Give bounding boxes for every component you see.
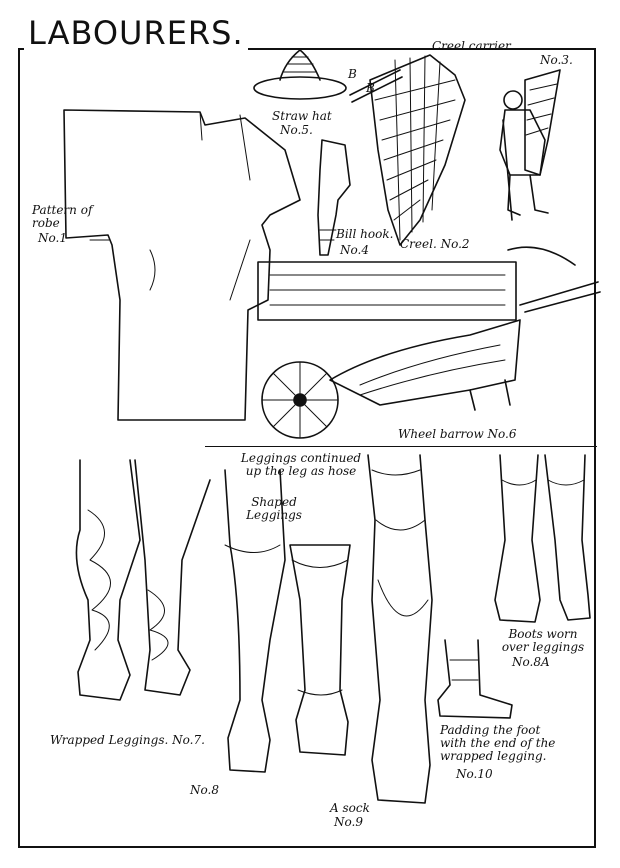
straw-hat-number: No.5. bbox=[280, 123, 313, 137]
boots-label: Boots worn over leggings bbox=[501, 627, 585, 654]
plate-title: LABOURERS. bbox=[24, 14, 248, 52]
creel-label: Creel. No.2 bbox=[400, 237, 470, 251]
sock-number: No.9 bbox=[334, 815, 363, 829]
padding-foot-label: Padding the foot with the end of the wra… bbox=[440, 723, 556, 763]
section-divider bbox=[205, 446, 597, 447]
padding-foot-drawing bbox=[437, 639, 513, 719]
wheel-barrow-label: Wheel barrow No.6 bbox=[398, 427, 517, 441]
leggings-continued-label: Leggings continued up the leg as hose bbox=[240, 451, 362, 478]
boots-drawing bbox=[494, 454, 591, 623]
creel-carrier-drawing bbox=[499, 69, 561, 221]
bill-hook-label: Bill hook. bbox=[336, 227, 394, 241]
robe-pattern-label: Pattern of robe bbox=[32, 203, 93, 230]
creel-carrier-number: No.3. bbox=[540, 53, 573, 67]
boots-number: No.8A bbox=[512, 655, 550, 669]
robe-pattern-number: No.1 bbox=[38, 231, 67, 245]
shaped-leggings-label: Shaped Leggings bbox=[246, 495, 302, 522]
wrapped-leggings-label: Wrapped Leggings. No.7. bbox=[50, 733, 205, 747]
padding-foot-number: No.10 bbox=[456, 767, 493, 781]
straw-hat-drawing bbox=[253, 49, 347, 100]
straw-hat-label: Straw hat bbox=[272, 109, 332, 123]
bill-hook-drawing bbox=[317, 139, 351, 256]
wheel-barrow-drawing bbox=[257, 246, 601, 439]
creel-drawing bbox=[349, 54, 466, 246]
wrapped-leggings-drawing bbox=[75, 459, 211, 701]
shaped-leggings-drawing bbox=[289, 544, 351, 756]
creel-marker-b-2: B bbox=[366, 81, 375, 95]
sock-drawing bbox=[367, 454, 433, 804]
robe-pattern-drawing bbox=[63, 109, 301, 421]
bill-hook-number: No.4 bbox=[340, 243, 369, 257]
no8-leg-drawing bbox=[224, 469, 286, 773]
plate-border bbox=[18, 48, 596, 848]
creel-marker-b: B bbox=[348, 67, 357, 81]
no8-label: No.8 bbox=[190, 783, 219, 797]
sock-label: A sock bbox=[330, 801, 370, 815]
creel-carrier-label: Creel carrier bbox=[432, 39, 511, 53]
